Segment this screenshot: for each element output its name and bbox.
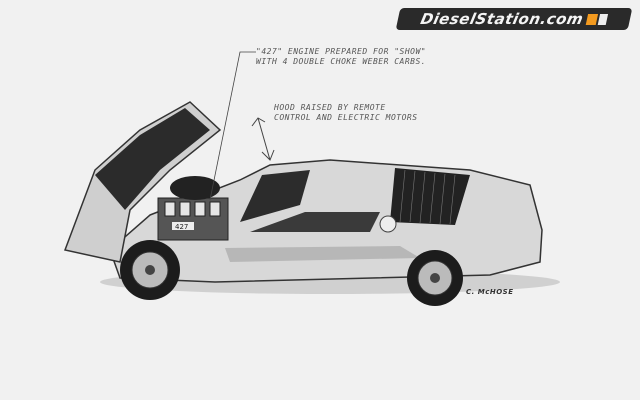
watermark-text: DieselStation.com (418, 10, 586, 28)
double-arrow-icon (251, 117, 275, 161)
fuel-cap (379, 215, 397, 233)
artist-signature: C. McHOSE (466, 288, 514, 296)
logo-white-block (598, 13, 609, 25)
dieselstation-watermark: DieselStation.com (395, 8, 633, 30)
engine-badge: 427 (175, 223, 188, 231)
spare-tire (170, 176, 220, 200)
rear-louvers (390, 168, 470, 225)
front-wheel (120, 240, 180, 300)
engine-note-line1: "427" ENGINE PREPARED FOR "SHOW" (256, 47, 427, 56)
windshield (240, 170, 310, 222)
hood-note-line1: HOOD RAISED BY REMOTE (274, 103, 386, 112)
leader-line (209, 51, 256, 201)
side-sculpt (225, 246, 420, 262)
rear-wheel (407, 250, 463, 306)
hood-note-line2: CONTROL AND ELECTRIC MOTORS (274, 113, 418, 122)
engine-note-line2: WITH 4 DOUBLE CHOKE WEBER CARBS. (256, 57, 427, 66)
side-window (250, 212, 380, 232)
weber-carbs (164, 201, 221, 217)
hood-underside (95, 108, 210, 210)
logo-orange-block (586, 13, 599, 25)
engine-badge-plate (172, 222, 194, 230)
